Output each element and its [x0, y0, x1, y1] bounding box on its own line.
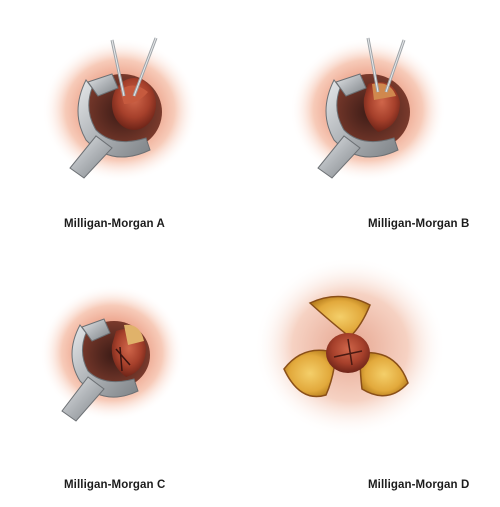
hemorrhoid-tissue-icon — [326, 333, 370, 373]
panel-d: Milligan-Morgan D — [250, 253, 500, 506]
illustration-b — [290, 37, 446, 182]
excision-wound-icon — [283, 295, 409, 398]
illustration-c — [40, 285, 184, 422]
illustration-a — [42, 37, 198, 182]
retractor-icon — [61, 318, 139, 422]
caption-c: Milligan-Morgan C — [64, 479, 166, 491]
panel-c: Milligan-Morgan C — [0, 253, 250, 506]
illustration-d — [254, 257, 446, 437]
caption-d: Milligan-Morgan D — [368, 479, 470, 491]
caption-b: Milligan-Morgan B — [368, 218, 470, 230]
panel-a: Milligan-Morgan A — [0, 0, 250, 253]
hemorrhoid-tissue-icon — [112, 78, 156, 130]
retractor-icon — [69, 73, 151, 179]
panel-b: Milligan-Morgan B — [250, 0, 500, 253]
hemorrhoid-tissue-icon — [111, 324, 146, 377]
forceps-icon — [366, 37, 406, 93]
retractor-icon — [317, 73, 399, 179]
forceps-icon — [110, 37, 158, 97]
caption-a: Milligan-Morgan A — [64, 218, 165, 230]
